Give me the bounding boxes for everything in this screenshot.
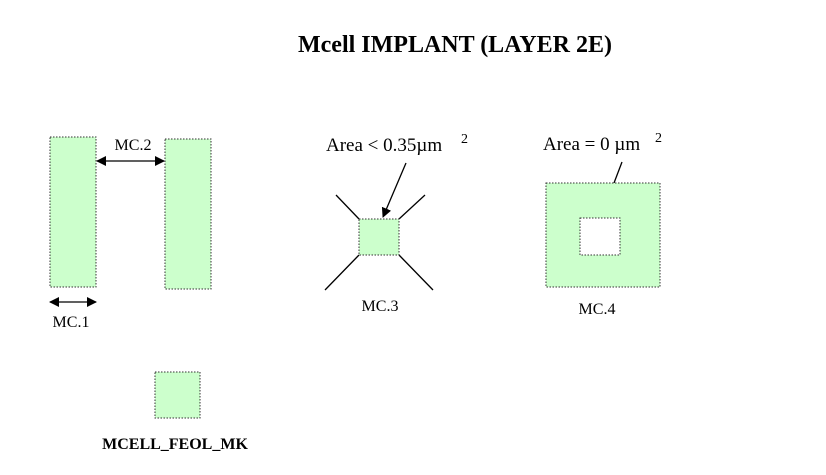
mc2-label: MC.2 (115, 137, 152, 154)
mc3-corner-line (324, 254, 360, 291)
mc3-corner-line (398, 254, 434, 291)
mc4-label: MC.4 (579, 301, 616, 318)
mc4-pointer-line (613, 161, 623, 184)
mcell-feol-mk-swatch (154, 371, 201, 419)
mc4-area-superscript: 2 (655, 131, 662, 146)
diagram-title: Mcell IMPLANT (LAYER 2E) (298, 32, 612, 58)
mc3-corner-line (398, 194, 426, 220)
mc3-label: MC.3 (362, 298, 399, 315)
mc1-label: MC.1 (53, 314, 90, 331)
mc3-corner-line (335, 194, 360, 220)
implant-bar-left (49, 136, 97, 288)
mc3-pointer-arrow (381, 162, 407, 218)
mc3-area-superscript: 2 (461, 132, 468, 147)
mcell-feol-mk-label: MCELL_FEOL_MK (102, 436, 248, 453)
mc3-small-square (358, 218, 400, 256)
mc3-area-annotation: Area < 0.35µm (326, 135, 442, 156)
implant-bar-right (164, 138, 212, 290)
mc4-ring-hole (579, 217, 621, 256)
mc4-area-annotation: Area = 0 µm (543, 134, 640, 155)
